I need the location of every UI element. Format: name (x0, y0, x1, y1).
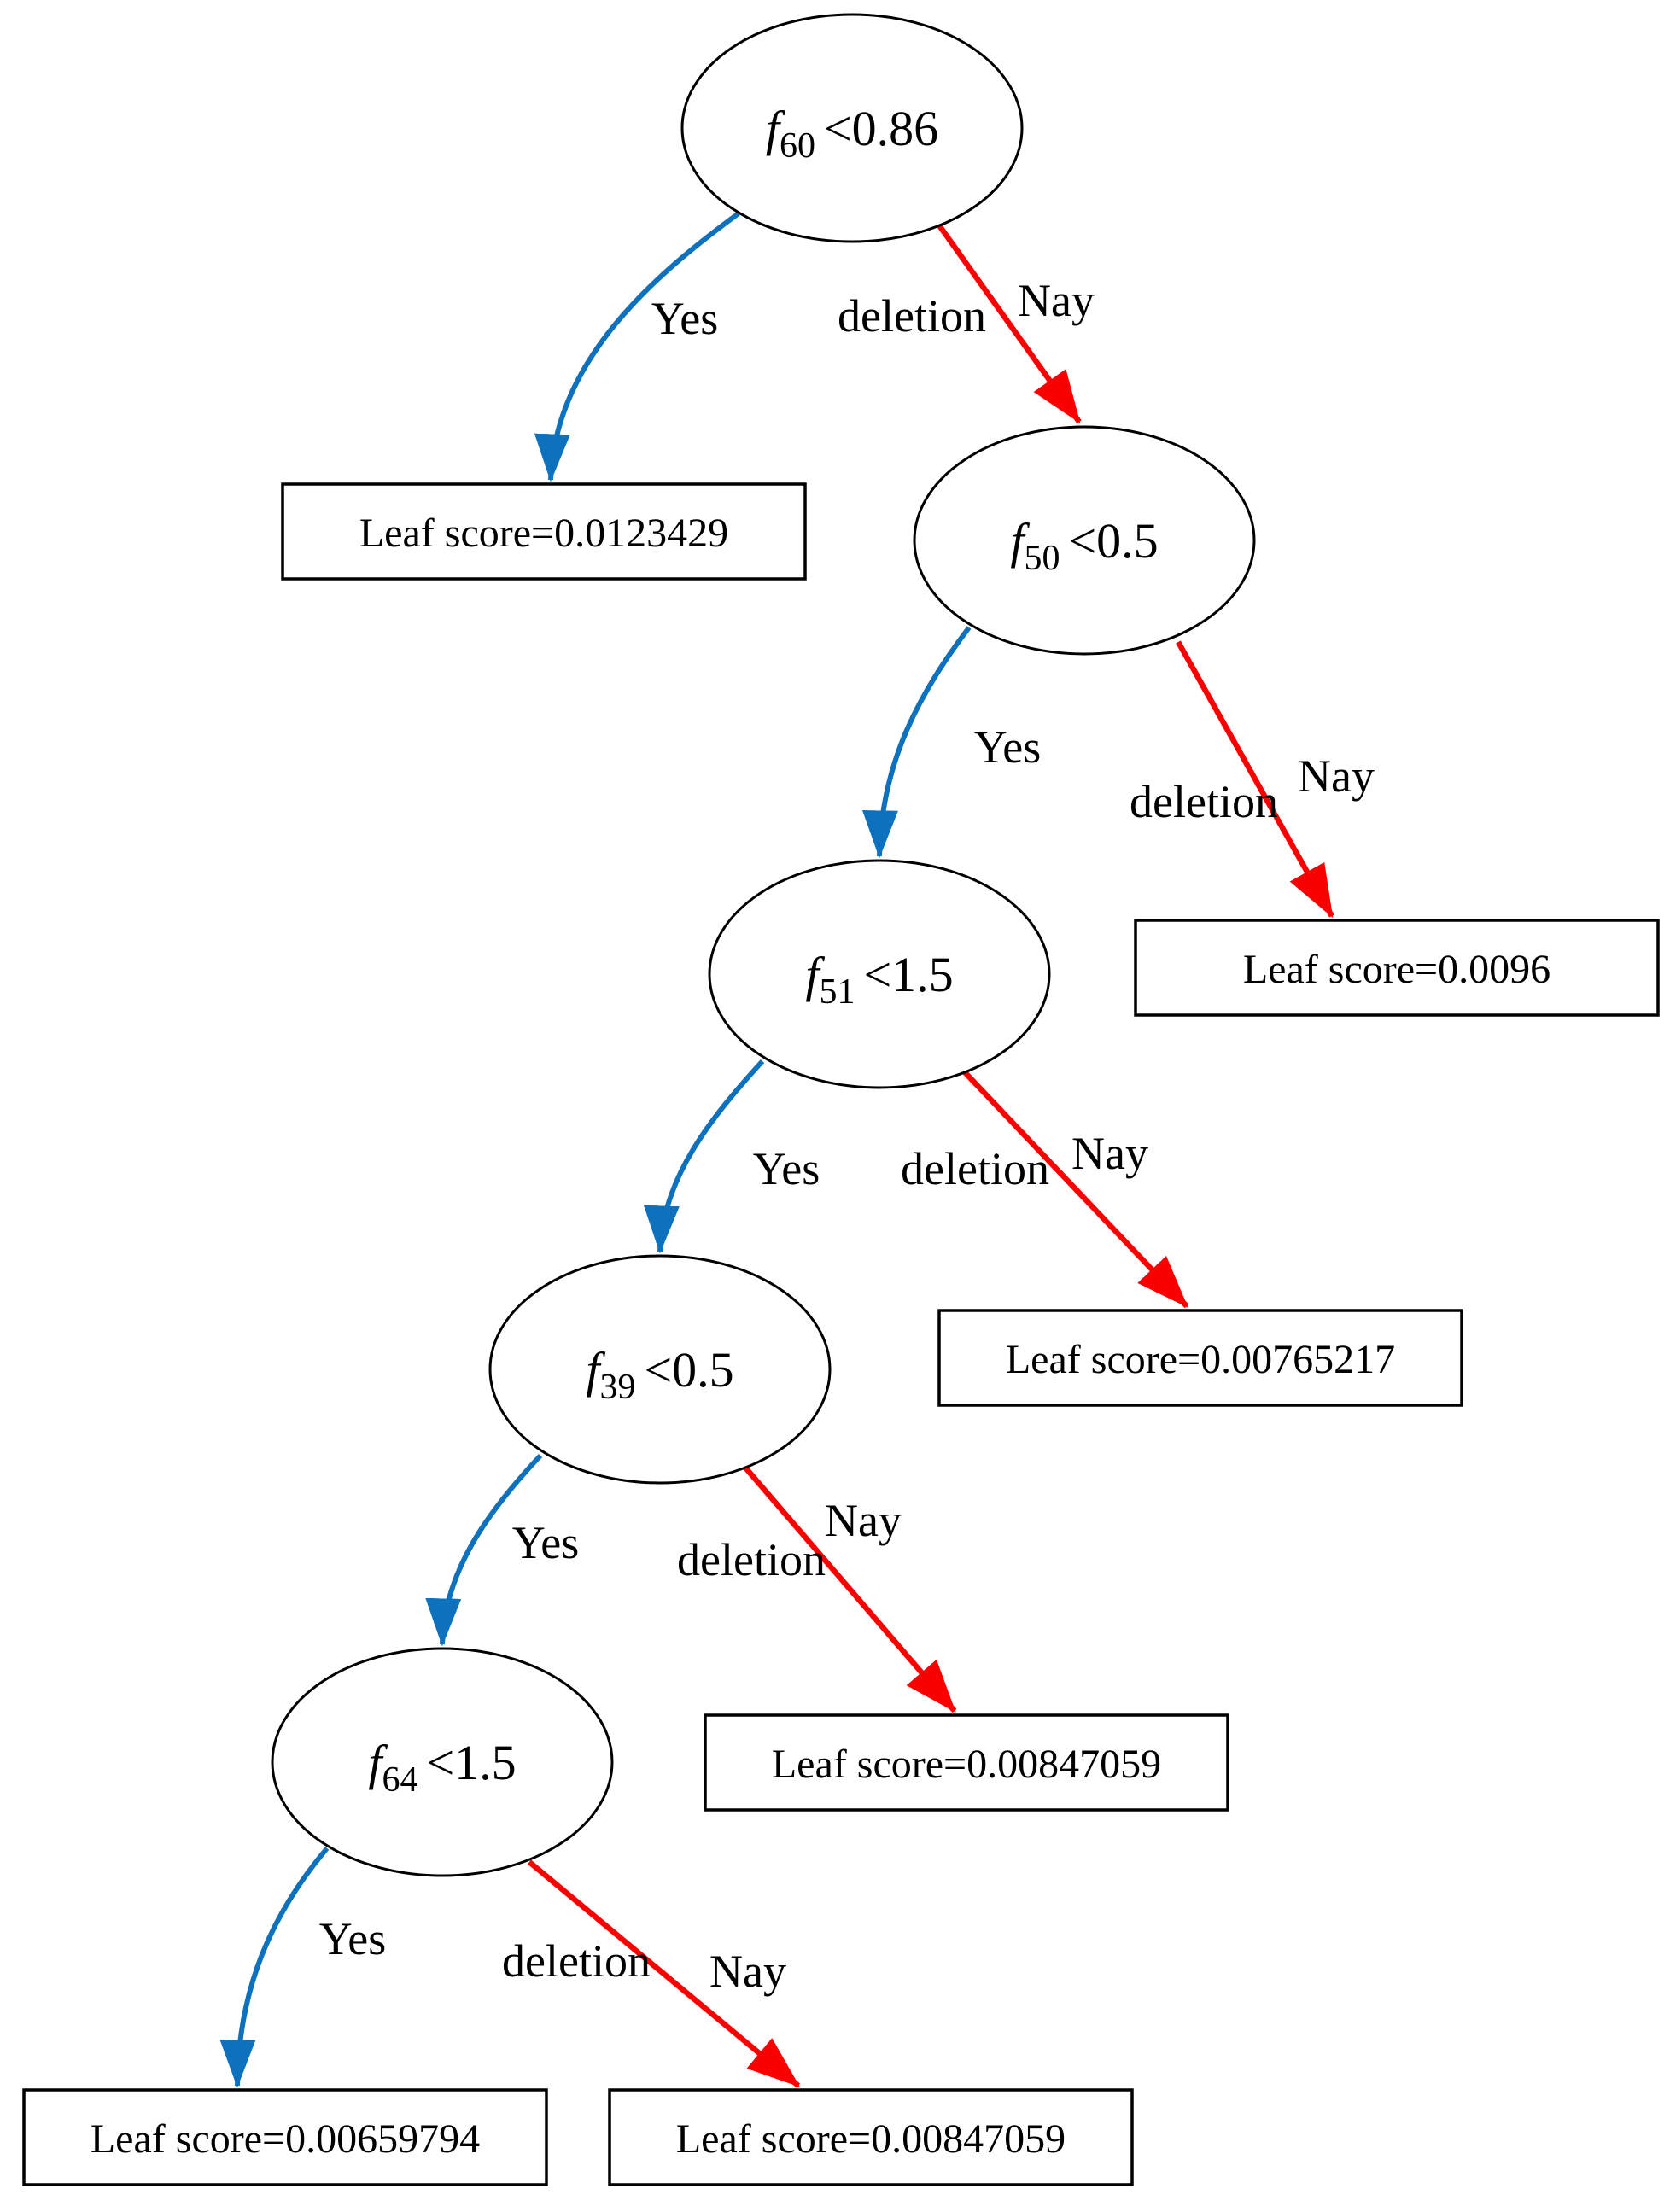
edge-nay-f51-to-leaf3 (962, 1070, 1189, 1309)
leaf-node-2-box (1134, 919, 1660, 1017)
leaf-node-5-box (22, 2088, 548, 2186)
leaf-node-6: Leaf score=0.00847059 (608, 2088, 1134, 2186)
edge-label-deletion-2: deletion (1130, 776, 1278, 827)
decision-node-f50-label: f50<0.5 (1010, 513, 1158, 578)
leaf-node-5-label: Leaf score=0.00659794 (91, 2116, 480, 2162)
edge-label-nay-2: Nay (1298, 750, 1375, 802)
decision-node-f60: f60<0.86 (680, 13, 1024, 243)
leaf-node-1-label: Leaf score=0.0123429 (359, 511, 728, 556)
edge-yes-f60-to-leaf1 (534, 211, 740, 482)
leaf-node-1-box (281, 482, 807, 581)
leaf-node-6-label: Leaf score=0.00847059 (676, 2116, 1066, 2162)
decision-node-f50-shape (913, 425, 1256, 656)
leaf-node-4-box (704, 1713, 1229, 1812)
decision-node-f39-shape (488, 1254, 832, 1485)
edge-label-yes-1: Yes (651, 293, 719, 344)
decision-node-f39: f39<0.5 (488, 1254, 832, 1485)
edge-yes-f39-to-f64 (425, 1453, 543, 1647)
edge-label-yes-5: Yes (319, 1913, 387, 1964)
edge-label-yes-2: Yes (974, 721, 1042, 773)
edge-label-deletion-1: deletion (838, 290, 986, 341)
leaf-node-2: Leaf score=0.0096 (1134, 919, 1660, 1017)
edge-label-nay-5: Nay (709, 1946, 786, 1997)
decision-node-f64-label: f64<1.5 (368, 1735, 516, 1800)
edge-label-deletion-4: deletion (677, 1534, 826, 1585)
leaf-node-4: Leaf score=0.00847059 (704, 1713, 1229, 1812)
edge-yes-f50-to-f51 (861, 626, 972, 859)
edge-yes-f64-to-leaf5 (219, 1847, 330, 2088)
edge-label-nay-3: Nay (1071, 1128, 1148, 1179)
leaf-node-3-label: Leaf score=0.00765217 (1006, 1337, 1395, 1382)
edge-label-nay-1: Nay (1018, 275, 1095, 326)
edge-label-nay-4: Nay (825, 1495, 902, 1546)
edge-label-yes-3: Yes (753, 1143, 820, 1194)
leaf-node-1: Leaf score=0.0123429 (281, 482, 807, 581)
edge-label-yes-4: Yes (512, 1517, 580, 1568)
decision-node-f51-shape (708, 859, 1051, 1089)
decision-node-f60-label: f60<0.86 (766, 101, 938, 166)
decision-node-f51-label: f51<1.5 (805, 947, 953, 1012)
edge-nay-f50-to-leaf2 (1176, 640, 1334, 919)
edge-nay-f60-to-f50 (937, 224, 1082, 424)
edge-nay-f39-to-leaf4 (743, 1465, 957, 1713)
leaf-node-6-box (608, 2088, 1134, 2186)
decision-node-f60-shape (680, 13, 1024, 243)
edge-label-deletion-3: deletion (901, 1143, 1049, 1194)
leaf-node-3-box (937, 1309, 1463, 1407)
leaf-node-5: Leaf score=0.00659794 (22, 2088, 548, 2186)
decision-node-f39-label: f39<0.5 (586, 1342, 733, 1407)
edge-label-deletion-5: deletion (502, 1935, 651, 1987)
decision-node-f50: f50<0.5 (913, 425, 1256, 656)
edge-nay-f64-to-leaf6 (527, 1859, 801, 2088)
edge-yes-f51-to-f39 (643, 1059, 765, 1254)
decision-node-f51: f51<1.5 (708, 859, 1051, 1089)
leaf-node-3: Leaf score=0.00765217 (937, 1309, 1463, 1407)
decision-node-f64: f64<1.5 (271, 1647, 614, 1877)
decision-node-f64-shape (271, 1647, 614, 1877)
leaf-node-2-label: Leaf score=0.0096 (1243, 947, 1550, 992)
leaf-node-4-label: Leaf score=0.00847059 (772, 1742, 1161, 1787)
